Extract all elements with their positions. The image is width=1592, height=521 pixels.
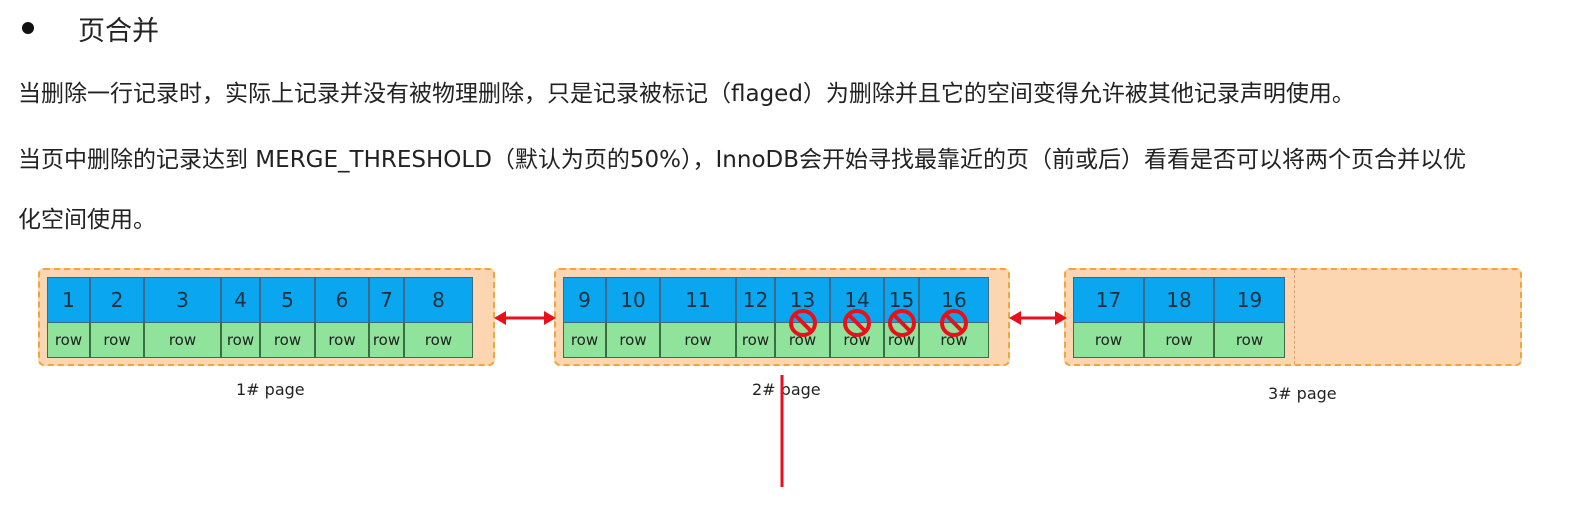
record-id: 7 [369,277,404,323]
record-row: row [369,323,404,358]
record-row: row [260,323,315,358]
record-row: row [775,323,830,358]
paragraph-3: 化空间使用。 [18,207,156,233]
record-row: row [563,323,606,358]
page-3-label: 3# page [1268,384,1337,403]
link-arrow-page2-page3 [1009,311,1067,325]
paragraph-1: 当删除一行记录时，实际上记录并没有被物理删除，只是记录被标记（flaged）为删… [18,81,1355,107]
page-1-label: 1# page [236,380,305,399]
record-id: 10 [606,277,660,323]
record-row: row [315,323,369,358]
link-arrow-page1-page2 [494,311,556,325]
record-row: row [736,323,775,358]
record-id: 6 [315,277,369,323]
record-id: 8 [404,277,473,323]
record-row: row [90,323,144,358]
deleted-mark-icon [940,309,968,337]
record-row: row [221,323,260,358]
record-row: row [1144,323,1214,358]
record-row: row [830,323,884,358]
deleted-mark-icon [788,309,817,337]
record-id: 3 [144,277,221,323]
record-id: 18 [1144,277,1214,323]
record-row: row [660,323,736,358]
record-row: row [1214,323,1285,358]
section-heading: 页合并 [18,8,159,48]
record-row: row [404,323,473,358]
record-id: 19 [1214,277,1285,323]
record-id: 1 [47,277,90,323]
record-row: row [1073,323,1144,358]
bullet-dot [22,22,34,34]
deleted-mark-icon [843,309,871,337]
page-2-label: 2# page [752,380,821,399]
record-row: row [884,323,919,358]
record-id: 17 [1073,277,1144,323]
vertical-pointer-line [780,375,784,487]
record-id: 4 [221,277,260,323]
record-id: 11 [660,277,736,323]
record-row: row [47,323,90,358]
page-3-divider [1294,270,1295,364]
deleted-mark-icon [887,309,916,337]
record-id: 9 [563,277,606,323]
record-id: 13 [775,277,830,323]
record-id: 2 [90,277,144,323]
record-row: row [919,323,989,358]
record-id: 12 [736,277,775,323]
record-row: row [144,323,221,358]
record-id: 5 [260,277,315,323]
heading-text: 页合并 [78,15,159,47]
record-row: row [606,323,660,358]
paragraph-2: 当页中删除的记录达到 MERGE_THRESHOLD（默认为页的50%），Inn… [18,147,1467,173]
